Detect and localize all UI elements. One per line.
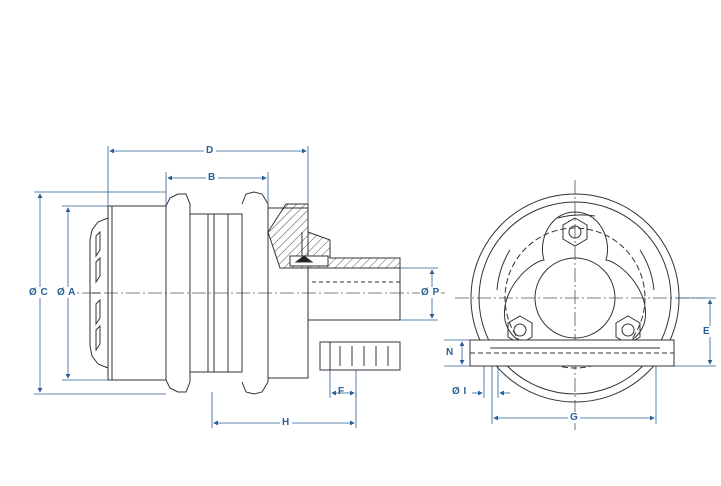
end-cap [89,217,109,369]
label-F: F [338,386,345,397]
hex-bolt-top [562,217,588,247]
label-B: B [206,172,218,183]
base-plate [469,339,675,367]
label-G: G [568,412,581,423]
label-A: Ø A [56,287,77,298]
label-P: Ø P [420,287,441,298]
shaft [307,267,401,321]
pitch-circle [504,227,646,369]
tread-center [189,213,243,373]
mount-block [319,341,401,371]
label-N: N [446,347,454,358]
label-H: H [280,417,292,428]
label-E: E [702,326,712,337]
front-view [455,180,705,430]
label-D: D [204,145,216,156]
label-I: Ø I [452,386,467,397]
side-view [60,191,445,395]
bore [534,257,616,339]
section-hatch [267,203,401,269]
label-C: Ø C [28,287,50,298]
roller-body [107,205,167,381]
